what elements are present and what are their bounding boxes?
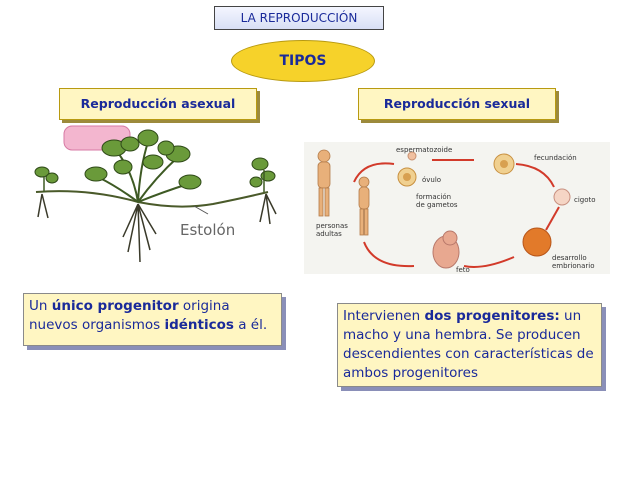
fetus-icon <box>432 230 460 269</box>
label-feto: feto <box>456 266 470 274</box>
asexual-description: Un único progenitor origina nuevos organ… <box>23 293 282 346</box>
label-espermatozoide: espermatozoide <box>396 146 452 154</box>
label-ovulo: óvulo <box>422 176 441 184</box>
sexual-desc-text-2: un macho y una hembra. Se producen desce… <box>343 308 594 381</box>
sexual-desc-bold: dos progenitores: <box>424 308 560 324</box>
asexual-desc-text-1: Un <box>29 298 52 314</box>
label-formacion: formación <box>416 193 451 201</box>
cigoto-icon <box>553 188 571 206</box>
asexual-desc-bold-1: único progenitor <box>51 298 179 314</box>
sexual-cycle-illustration: espermatozoide óvulo fecundación cigoto … <box>304 142 610 274</box>
sexual-desc-text-1: Intervienen <box>343 308 425 324</box>
label-cigoto: cigoto <box>574 196 596 204</box>
asexual-desc-text-3: a él. <box>233 317 268 333</box>
asexual-desc-bold-2: idénticos <box>164 317 234 333</box>
label-adultas: adultas <box>316 230 342 238</box>
asexual-heading: Reproducción asexual <box>59 88 257 120</box>
embryo-icon <box>522 227 552 257</box>
label-fecundacion: fecundación <box>534 154 577 162</box>
sexual-description: Intervienen dos progenitores: un macho y… <box>337 303 602 387</box>
tipos-oval: TIPOS <box>231 40 375 82</box>
stolon-label: Estolón <box>180 221 235 239</box>
sexual-heading: Reproducción sexual <box>358 88 556 120</box>
label-desarrollo: desarrollo <box>552 254 587 262</box>
asexual-desc-text-2: origina nuevos organismos <box>29 298 230 333</box>
label-personas: personas <box>316 222 348 230</box>
page-title: LA REPRODUCCIÓN <box>214 6 384 30</box>
stolon-plant-illustration: Estolón <box>34 125 277 263</box>
label-gametos: de gametos <box>416 201 458 209</box>
label-embrionario: embrionario <box>552 262 595 270</box>
